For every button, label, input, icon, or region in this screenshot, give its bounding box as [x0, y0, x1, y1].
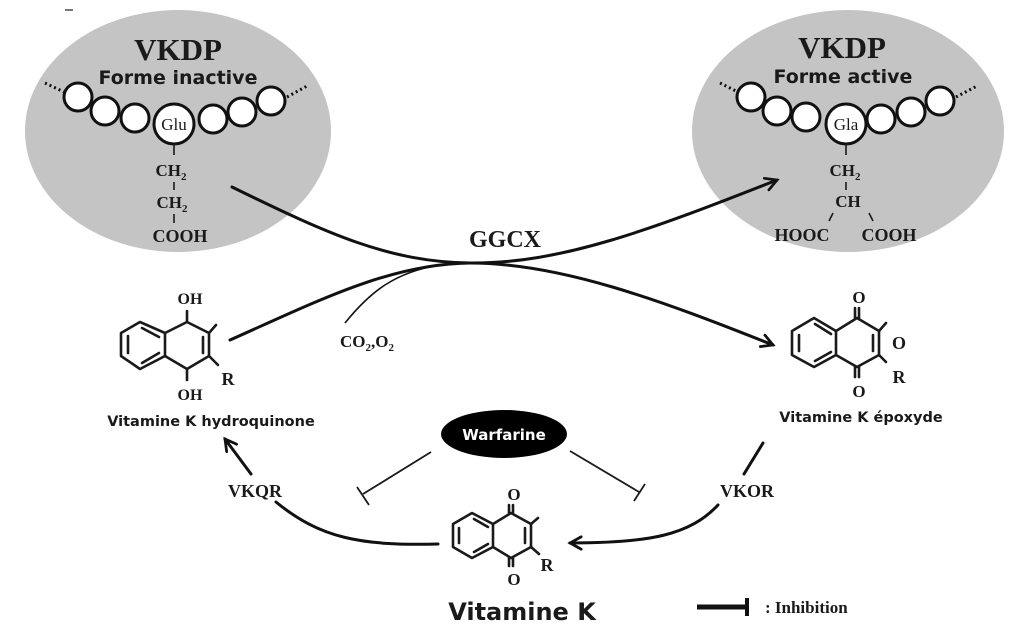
hooc-label: HOOC [774, 225, 829, 245]
gla-residue-label: Gla [834, 115, 859, 134]
epoxyde-label: Vitamine K époxyde [779, 410, 943, 426]
ggcx-arrow-vitk [228, 261, 773, 345]
legend-inhibition-label: : Inhibition [765, 598, 848, 617]
chain-bead [761, 95, 793, 127]
epoxyde-r: R [893, 367, 907, 387]
vkdp-inactive-subtitle: Forme inactive [99, 67, 258, 89]
chain-dots-left [44, 81, 65, 94]
epoxyde-molecule: O O O R Vitamine K époxyde [779, 288, 943, 426]
chain-bead [735, 81, 767, 113]
hydroquinone-label: Vitamine K hydroquinone [107, 414, 315, 430]
vitamine-k-label: Vitamine K [448, 598, 597, 626]
vitamine-k-o-top: O [507, 485, 520, 504]
hydroquinone-oh-bottom: OH [178, 387, 203, 404]
epoxyde-ring-o: O [892, 333, 906, 353]
hydroquinone-oh-top: OH [178, 291, 203, 308]
hydroquinone-molecule: OH OH R Vitamine K hydroquinone [107, 291, 315, 430]
vkor-label: VKOR [720, 481, 775, 501]
inhibition-bar-vkqr [356, 486, 370, 506]
ch-label: CH [835, 192, 861, 211]
vitamine-k-molecule: O O R Vitamine K [448, 485, 597, 626]
legend: : Inhibition [697, 598, 848, 617]
epoxyde-o-top: O [852, 288, 865, 307]
vkor-line-upper [742, 441, 765, 476]
glu-residue-label: Glu [161, 115, 187, 134]
ggcx-label: GGCX [469, 227, 542, 253]
chain-bead [226, 96, 258, 128]
ch2-label: CH2 [157, 193, 189, 215]
chain-dots-right [286, 84, 308, 99]
vkor-arrow [570, 503, 720, 543]
chain-bead [255, 85, 287, 117]
cooh-label: COOH [152, 226, 207, 246]
cofactor-input-line [344, 264, 441, 324]
warfarine-label: Warfarine [462, 426, 546, 444]
chain-bead [790, 101, 822, 133]
vkdp-inactive-title: VKDP [134, 32, 222, 67]
chain-bead [89, 95, 121, 127]
vkqr-arrow-lower [274, 500, 440, 546]
chain-bead [865, 103, 897, 135]
chain-bead [197, 103, 229, 135]
chain-bead [119, 102, 151, 134]
cooh-label: COOH [861, 225, 916, 245]
hydroquinone-r: R [222, 369, 236, 389]
inhibition-line-vkor [569, 450, 640, 493]
chain-bead [924, 85, 956, 117]
vkdp-active-group: VKDP Forme active Gla CH2 CH HOOC COOH [692, 10, 1004, 252]
vkdp-active-subtitle: Forme active [774, 66, 913, 88]
chain-dots-left [719, 81, 739, 94]
vkqr-label: VKQR [228, 481, 283, 501]
chain-bead [62, 81, 94, 113]
vkdp-active-title: VKDP [798, 30, 886, 65]
vkdp-inactive-group: VKDP Forme inactive Glu CH2 CH2 COOH [25, 10, 331, 252]
ch2-label: CH2 [830, 161, 862, 183]
warfarine-badge [441, 410, 567, 458]
inhibition-line-vkqr [362, 451, 432, 495]
ch2-label: CH2 [156, 161, 188, 183]
vitamine-k-r: R [541, 555, 555, 575]
chain-dots-right [955, 84, 978, 99]
vitamine-k-o-bottom: O [507, 570, 520, 589]
chain-bead [895, 96, 927, 128]
epoxyde-o-bottom: O [852, 382, 865, 401]
inhibition-bar-vkor [633, 483, 646, 502]
cofactor-label: CO2,O2 [340, 332, 394, 354]
vkqr-arrow-upper [225, 439, 253, 476]
